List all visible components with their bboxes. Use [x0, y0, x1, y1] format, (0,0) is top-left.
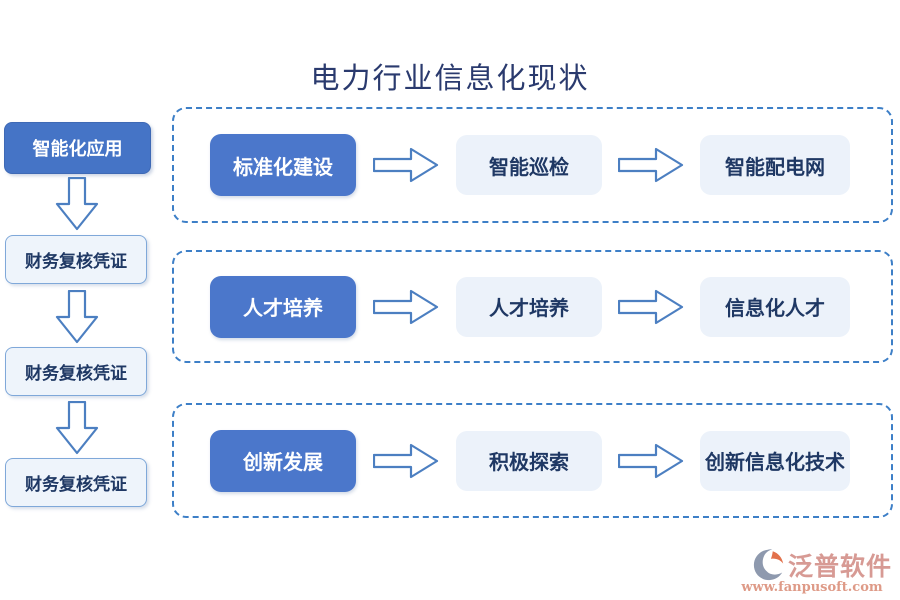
row-source-label: 标准化建设 — [233, 156, 333, 179]
right-arrow-icon — [618, 443, 684, 478]
watermark-brand: 泛普软件 — [787, 552, 892, 581]
left-flow-step-label: 财务复核凭证 — [25, 252, 127, 271]
row-middle-label: 智能巡检 — [489, 156, 569, 179]
flow-row-talent: 人才培养 人才培养 信息化人才 — [172, 250, 893, 363]
row-middle-box: 积极探索 — [456, 430, 602, 491]
watermark: 泛普软件 www.fanpusoft.com — [732, 547, 892, 595]
left-flow-step: 财务复核凭证 — [5, 347, 147, 396]
row-target-box: 信息化人才 — [700, 276, 850, 337]
left-flow-step-label: 财务复核凭证 — [25, 475, 127, 494]
row-source-box: 创新发展 — [210, 429, 356, 492]
down-arrow-icon — [55, 290, 99, 344]
row-target-box: 智能配电网 — [700, 135, 850, 195]
row-middle-label: 积极探索 — [489, 452, 569, 474]
row-target-box: 创新信息化技术 — [700, 430, 850, 491]
row-target-label: 智能配电网 — [725, 156, 825, 179]
flow-row-standardization: 标准化建设 智能巡检 智能配电网 — [172, 107, 893, 223]
left-flow-head: 智能化应用 — [4, 122, 151, 174]
down-arrow-icon — [55, 401, 99, 455]
row-source-label: 人才培养 — [243, 298, 323, 320]
row-target-label: 信息化人才 — [725, 298, 825, 320]
down-arrow-icon — [55, 177, 99, 231]
left-flow-head-label: 智能化应用 — [32, 139, 123, 159]
row-middle-label: 人才培养 — [489, 298, 569, 320]
row-middle-box: 智能巡检 — [456, 135, 602, 195]
left-flow-step: 财务复核凭证 — [5, 458, 147, 507]
right-arrow-icon — [618, 289, 684, 324]
flow-row-innovation: 创新发展 积极探索 创新信息化技术 — [172, 403, 893, 518]
right-arrow-icon — [373, 147, 439, 183]
diagram-title: 电力行业信息化现状 — [310, 61, 590, 95]
watermark-url: www.fanpusoft.com — [741, 580, 883, 595]
right-arrow-icon — [373, 443, 439, 478]
right-arrow-icon — [373, 289, 439, 324]
row-middle-box: 人才培养 — [456, 276, 602, 337]
fanpu-logo-icon — [753, 549, 784, 581]
right-arrow-icon — [618, 147, 684, 183]
row-source-box: 人才培养 — [210, 275, 356, 338]
row-source-box: 标准化建设 — [210, 134, 356, 196]
row-target-label: 创新信息化技术 — [705, 452, 845, 474]
left-flow-step: 财务复核凭证 — [5, 235, 147, 284]
left-flow-step-label: 财务复核凭证 — [25, 364, 127, 383]
row-source-label: 创新发展 — [243, 452, 323, 474]
